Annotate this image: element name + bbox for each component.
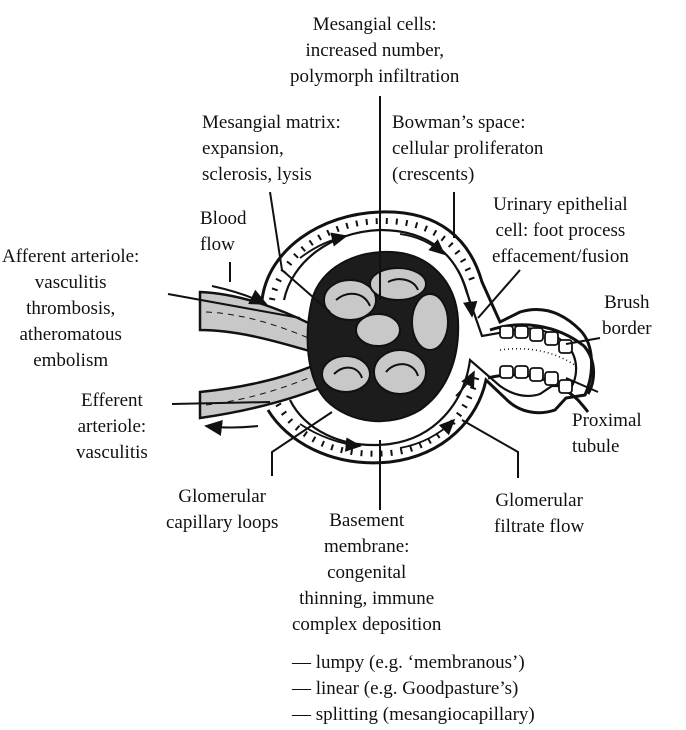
deposition-type-linear: — linear (e.g. Goodpasture’s)	[292, 678, 519, 699]
label-basement-membrane-types: — lumpy (e.g. ‘membranous’) — linear (e.…	[292, 650, 535, 728]
label-proximal-tubule: Proximal tubule	[572, 410, 642, 457]
deposition-type-lumpy: — lumpy (e.g. ‘membranous’)	[292, 652, 525, 673]
label-mesangial-cells: Mesangial cells: increased number, polym…	[290, 14, 460, 87]
label-afferent-arteriole: Afferent arteriole: vasculitis thrombosi…	[2, 246, 140, 371]
label-brush-border: Brush border	[602, 292, 652, 339]
proximal-tubule	[487, 323, 595, 413]
label-bowmans-space: Bowman’s space: cellular proliferaton (c…	[392, 112, 544, 185]
deposition-type-splitting: — splitting (mesangiocapillary)	[292, 704, 535, 725]
blood-flow-arrows	[204, 262, 268, 436]
label-efferent-arteriole: Efferent arteriole: vasculitis	[76, 390, 148, 463]
label-basement-membrane: Basement membrane: congenital thinning, …	[292, 510, 442, 635]
label-urinary-epithelial-cell: Urinary epithelial cell: foot process ef…	[492, 194, 629, 267]
leader-lines	[167, 96, 601, 510]
label-glomerular-capillary-loops: Glomerular capillary loops	[166, 486, 279, 533]
glomerular-tuft	[306, 250, 460, 423]
filtrate-flow-arrows	[299, 232, 478, 452]
label-glomerular-filtrate-flow: Glomerular filtrate flow	[494, 490, 585, 537]
label-blood-flow: Blood flow	[200, 208, 247, 255]
label-mesangial-matrix: Mesangial matrix: expansion, sclerosis, …	[202, 112, 341, 185]
